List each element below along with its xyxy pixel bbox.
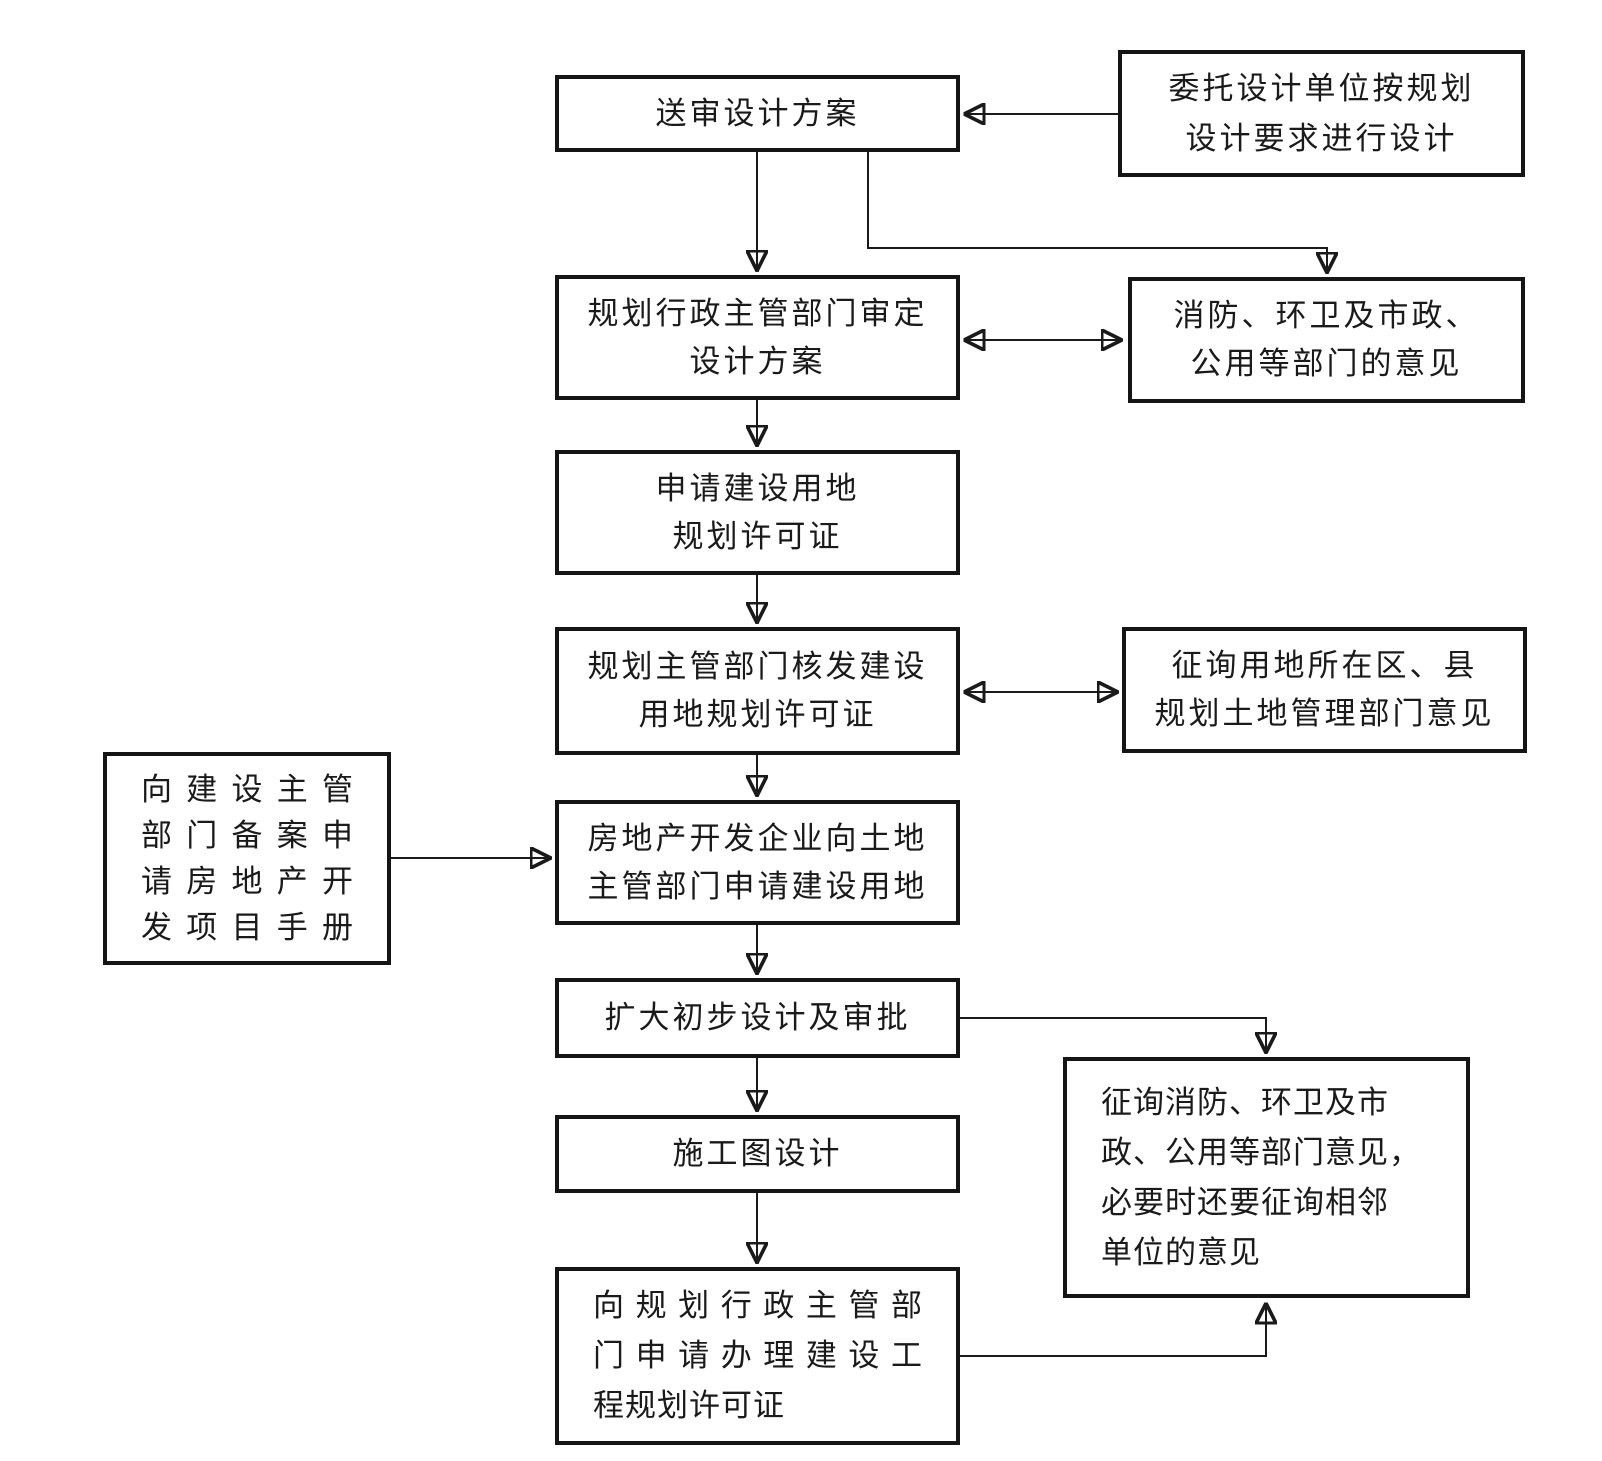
- box-text-line: 规划许可证: [672, 518, 843, 554]
- preliminary-design-approval-box: 扩大初步设计及审批: [555, 978, 960, 1058]
- box-text-line: 规划行政主管部门审定: [587, 295, 928, 331]
- issue-land-planning-permit-box: 规划主管部门核发建设 用地规划许可证: [555, 627, 960, 755]
- box-text-line: 向建设主管: [141, 771, 353, 807]
- planning-authority-review-box: 规划行政主管部门审定 设计方案: [555, 275, 960, 400]
- box-text-line: 设计要求进行设计: [1185, 120, 1458, 156]
- apply-land-planning-permit-box: 申请建设用地 规划许可证: [555, 450, 960, 575]
- box-text-line: 申请建设用地: [655, 470, 860, 506]
- arrow-preliminary-to-consult-departments: [960, 1017, 1266, 1051]
- arrow-submit-to-fire-opinion: [867, 152, 1327, 271]
- box-text-line: 扩大初步设计及审批: [604, 1000, 911, 1035]
- construction-drawing-design-box: 施工图设计: [555, 1115, 960, 1193]
- box-text-line: 用地规划许可证: [638, 697, 877, 732]
- box-text-line: 程规划许可证: [593, 1388, 785, 1423]
- box-text-line: 部门备案申: [141, 817, 353, 853]
- box-text-line: 公用等部门的意见: [1190, 346, 1463, 381]
- box-text-line: 政、公用等部门意见，: [1101, 1134, 1421, 1170]
- box-text-line: 送审设计方案: [655, 95, 860, 131]
- box-text-line: 规划土地管理部门意见: [1154, 696, 1495, 731]
- box-text-line: 发项目手册: [141, 909, 353, 945]
- box-text-line: 请房地产开: [141, 863, 353, 899]
- consult-departments-opinion-box: 征询消防、环卫及市 政、公用等部门意见， 必要时还要征询相邻 单位的意见: [1063, 1057, 1470, 1298]
- box-text-line: 设计方案: [689, 343, 826, 379]
- box-text-line: 房地产开发企业向土地: [587, 820, 928, 856]
- developer-apply-land-box: 房地产开发企业向土地 主管部门申请建设用地: [555, 800, 960, 925]
- arrow-construction-permit-to-consult-departments: [958, 1305, 1266, 1357]
- box-text-line: 施工图设计: [672, 1136, 843, 1171]
- apply-construction-planning-permit-box: 向规划行政主管部 门申请办理建设工 程规划许可证: [555, 1267, 960, 1445]
- commissioned-design-box: 委托设计单位按规划 设计要求进行设计: [1118, 50, 1525, 177]
- consult-district-land-dept-box: 征询用地所在区、县 规划土地管理部门意见: [1122, 627, 1527, 753]
- box-text-line: 征询消防、环卫及市: [1101, 1084, 1389, 1120]
- filing-project-manual-box: 向建设主管 部门备案申 请房地产开 发项目手册: [103, 752, 391, 965]
- fire-sanitation-opinion-box: 消防、环卫及市政、 公用等部门的意见: [1128, 277, 1525, 403]
- box-text-line: 征询用地所在区、县: [1171, 648, 1478, 683]
- box-text-line: 单位的意见: [1101, 1234, 1261, 1270]
- submit-design-proposal-box: 送审设计方案: [555, 75, 960, 152]
- box-text-line: 规划主管部门核发建设: [587, 649, 928, 684]
- box-text-line: 门申请办理建设工: [593, 1338, 922, 1373]
- box-text-line: 主管部门申请建设用地: [587, 868, 928, 904]
- box-text-line: 消防、环卫及市政、: [1173, 298, 1480, 333]
- box-text-line: 必要时还要征询相邻: [1101, 1184, 1389, 1220]
- box-text-line: 向规划行政主管部: [593, 1288, 922, 1323]
- box-text-line: 委托设计单位按规划: [1168, 70, 1475, 106]
